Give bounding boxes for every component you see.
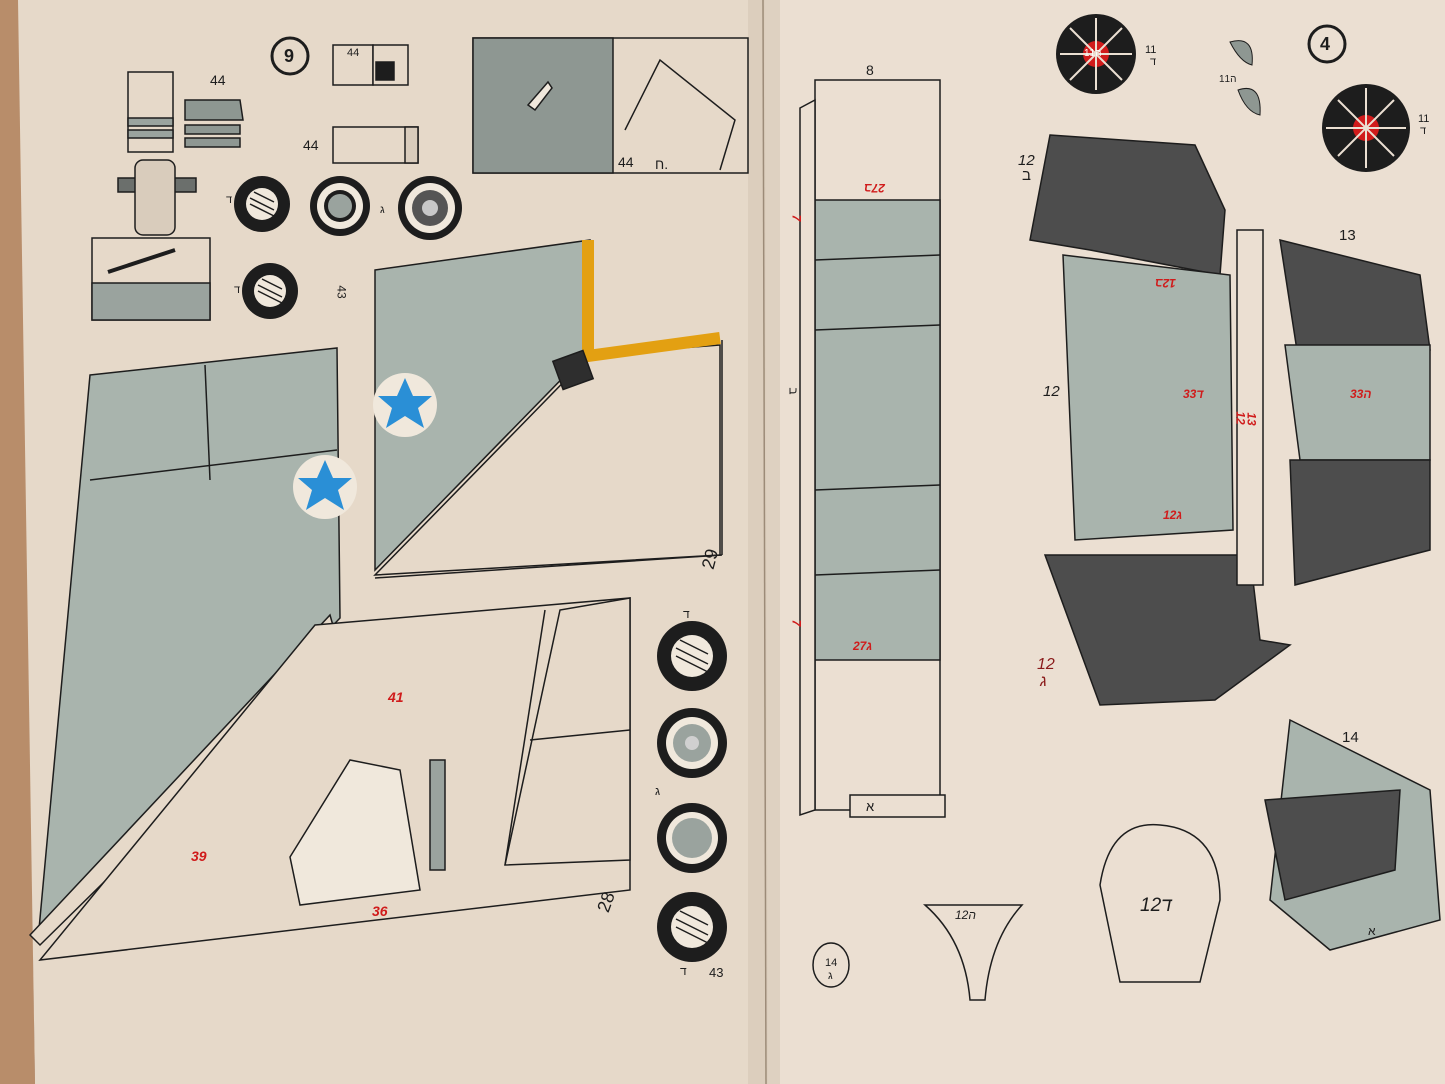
label-part-11-a-letter: ד <box>1150 56 1157 68</box>
label-part-43-bottom: 43 <box>709 965 724 980</box>
label-part-12-mid: 12 <box>1043 383 1060 400</box>
label-strip-27-bottom: 27ג <box>853 639 873 653</box>
label-part-14: 14 <box>1342 729 1359 746</box>
label-part-43-top: 43 <box>334 285 349 299</box>
label-part-14-small-letter: ג <box>828 970 833 982</box>
label-part-12-g: 12 <box>1037 656 1055 673</box>
label-part-33-left: 33ד <box>1183 387 1204 401</box>
label-part-44-wing: 44 <box>618 154 634 170</box>
left-page-edge <box>0 0 35 1084</box>
label-part-11h: 11ה <box>1219 74 1237 85</box>
part-11-wheels <box>1056 14 1410 172</box>
label-part-44-top: 44 <box>210 72 226 88</box>
part-12-outlines <box>812 823 1221 1001</box>
label-part-alef-strip: א <box>1368 924 1376 938</box>
label-part-29: 29 <box>697 546 723 572</box>
wheel-group-top <box>234 176 462 319</box>
label-part-12-b: 12 <box>1018 152 1035 169</box>
label-part-12-red: 12 <box>1233 411 1248 425</box>
label-part-44-wing-letter: ח. <box>655 156 669 172</box>
label-wheel-gimel-2: ג <box>655 784 661 798</box>
sheet-number-circle-left <box>270 36 310 76</box>
part-44-box <box>332 44 419 164</box>
part-29-panel <box>373 239 723 579</box>
label-wheel-gimel-1: ג <box>380 204 385 216</box>
label-part-12-b-letter: ב <box>1022 167 1031 184</box>
label-strip-7-b: 7 <box>789 619 804 627</box>
part-8-fuselage-strip <box>799 79 946 818</box>
label-part-11-b: 11 <box>1418 113 1430 125</box>
label-part-12-g-letter: ג <box>1040 673 1047 690</box>
part-12-cowling <box>1029 134 1441 951</box>
label-wheel-dalet-4: ד <box>680 964 687 978</box>
label-wheel-dalet-1: ד <box>226 194 233 206</box>
label-strip-7-a: 7 <box>789 214 804 222</box>
sheet-number-left: 9 <box>284 46 295 66</box>
label-part-13: 13 <box>1339 227 1356 244</box>
label-part-12h: 12ה <box>955 908 976 922</box>
label-part-33-right: 33ה <box>1350 387 1372 401</box>
label-part-39: 39 <box>191 848 207 864</box>
label-part-44-stack: 44 <box>303 137 319 153</box>
part-44-clip <box>127 71 244 153</box>
label-part-36: 36 <box>372 903 388 919</box>
label-strip-27-top: 27ב <box>864 181 886 195</box>
wheel-group-bottom <box>657 621 727 962</box>
label-wheel-dalet-2: ד <box>234 284 241 296</box>
label-part-8: 8 <box>866 62 874 78</box>
label-part-44-box: 44 <box>347 47 360 59</box>
label-part-12d: 12ד <box>1140 895 1172 916</box>
label-part-11-a: 11 <box>1145 44 1157 56</box>
label-strip-tab-alef: א <box>866 799 875 814</box>
gutter-line <box>762 0 767 1084</box>
sheet-number-right: 4 <box>1320 34 1331 54</box>
part-44-bracket <box>91 159 211 321</box>
label-wheel-dalet-3: ד <box>683 607 690 621</box>
label-part-41: 41 <box>388 689 404 705</box>
label-part-12b-red: 12ב <box>1155 276 1177 290</box>
label-strip-letter-bet: ב <box>786 387 801 395</box>
part-44-panel <box>472 37 749 174</box>
label-part-14-small: 14 <box>825 957 838 969</box>
label-wheel-hub: 11ה <box>1084 48 1102 59</box>
label-part-11-b-letter: ד <box>1420 125 1427 137</box>
label-part-12g-red: 12ג <box>1163 508 1183 522</box>
part-28-panel <box>38 597 631 961</box>
